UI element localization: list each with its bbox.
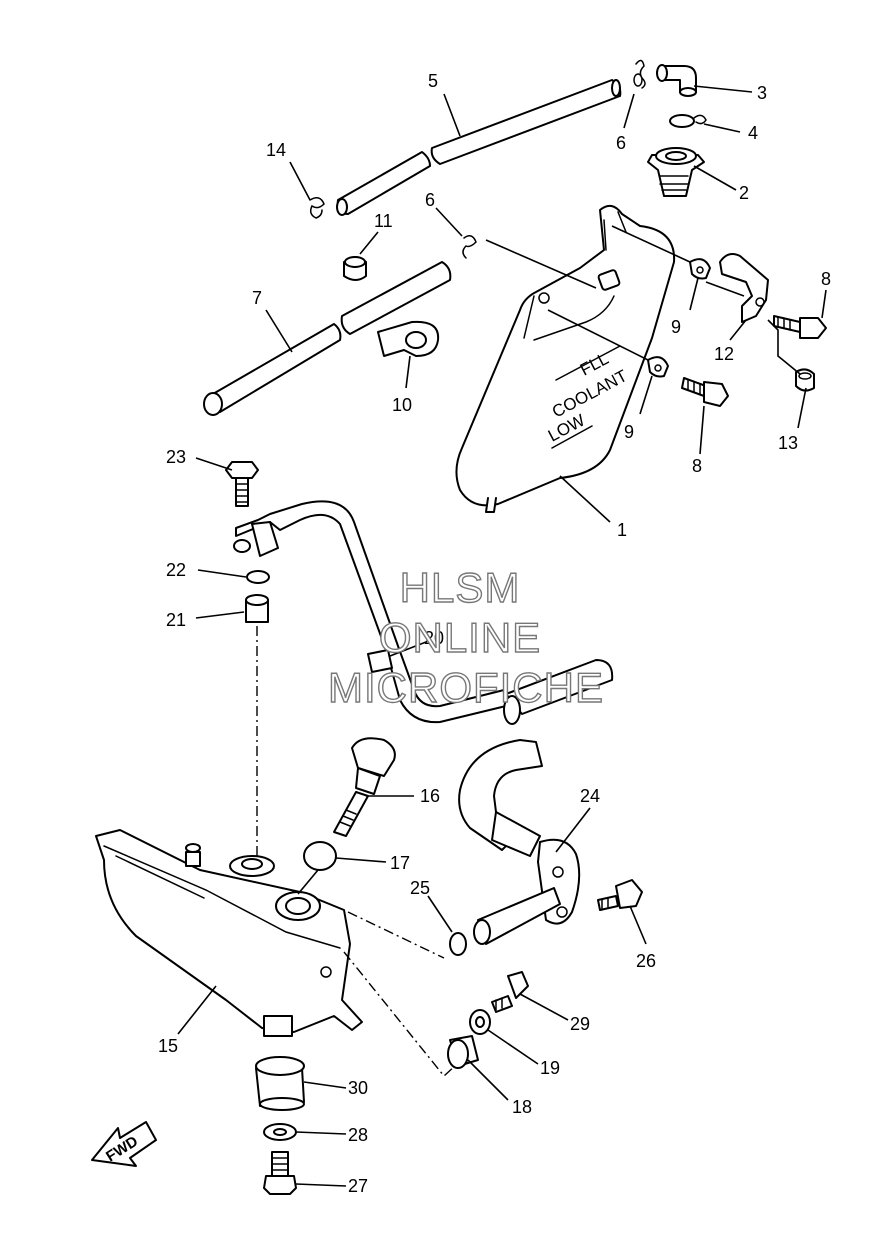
callout-13: 13 bbox=[778, 433, 798, 453]
part-14-clip bbox=[309, 197, 325, 219]
part-23-bolt bbox=[225, 461, 259, 507]
callout-24: 24 bbox=[580, 786, 600, 806]
part-18-grommet bbox=[447, 1035, 479, 1069]
callout-17: 17 bbox=[390, 853, 410, 873]
part-9-washer-upper bbox=[689, 258, 711, 280]
part-30-grommet bbox=[255, 1056, 305, 1111]
part-27-bolt bbox=[263, 1151, 297, 1195]
part-11-hose-clamp bbox=[343, 256, 367, 281]
callout-9-lower: 9 bbox=[624, 422, 634, 442]
watermark: HLSM ONLINE MICROFICHE bbox=[327, 563, 604, 711]
part-9-washer-lower bbox=[647, 356, 669, 378]
part-16-filler-cap bbox=[333, 737, 396, 837]
callout-9-upper: 9 bbox=[671, 317, 681, 337]
part-6-clip-mid bbox=[462, 235, 477, 259]
part-5-upper-hose bbox=[336, 79, 622, 216]
callout-6-mid: 6 bbox=[425, 190, 435, 210]
part-4-hose-clamp bbox=[669, 114, 707, 128]
part-2-filler-neck bbox=[647, 147, 705, 197]
part-13-clip bbox=[795, 368, 815, 392]
watermark-line3: MICROFICHE bbox=[328, 664, 604, 711]
part-20-pipe bbox=[233, 500, 614, 725]
watermark-line1: HLSM bbox=[400, 564, 521, 611]
callout-21: 21 bbox=[166, 610, 186, 630]
callout-6-top: 6 bbox=[616, 133, 626, 153]
part-12-bracket bbox=[719, 253, 769, 323]
part-29-bolt bbox=[491, 971, 529, 1013]
callout-11: 11 bbox=[374, 211, 393, 231]
part-21-collar bbox=[245, 594, 269, 623]
callout-29: 29 bbox=[570, 1014, 590, 1034]
callout-10: 10 bbox=[392, 395, 412, 415]
callout-14: 14 bbox=[266, 140, 286, 160]
callout-5: 5 bbox=[428, 71, 438, 91]
callout-3: 3 bbox=[757, 83, 767, 103]
part-10-clamp bbox=[377, 320, 440, 357]
fwd-direction-arrow: FWD bbox=[91, 1121, 157, 1167]
callout-26: 26 bbox=[636, 951, 656, 971]
callout-2: 2 bbox=[739, 183, 749, 203]
callout-numbers: 1 2 3 4 5 6 6 7 8 8 9 9 10 11 12 13 14 1… bbox=[158, 71, 831, 1196]
callout-15: 15 bbox=[158, 1036, 178, 1056]
callout-8-lower: 8 bbox=[692, 456, 702, 476]
callout-27: 27 bbox=[348, 1176, 368, 1196]
part-7-overflow-hose bbox=[203, 261, 452, 416]
part-6-clip-top bbox=[633, 59, 646, 89]
part-25-o-ring bbox=[449, 932, 467, 956]
callout-19: 19 bbox=[540, 1058, 560, 1078]
part-8-bolt-lower bbox=[681, 377, 729, 407]
callout-4: 4 bbox=[748, 123, 758, 143]
part-1-reservoir-tank: FLL COOLANT LOW bbox=[455, 204, 676, 513]
callout-12: 12 bbox=[714, 344, 734, 364]
callout-16: 16 bbox=[420, 786, 440, 806]
part-17-o-ring bbox=[303, 841, 337, 871]
part-22-o-ring bbox=[246, 570, 270, 584]
callout-18: 18 bbox=[512, 1097, 532, 1117]
part-28-washer bbox=[263, 1123, 297, 1141]
callout-30: 30 bbox=[348, 1078, 368, 1098]
leader-lines bbox=[177, 85, 827, 1187]
callout-20: 20 bbox=[424, 628, 444, 648]
callout-22: 22 bbox=[166, 560, 186, 580]
part-26-bolt bbox=[597, 879, 643, 911]
part-8-bolt-upper bbox=[773, 315, 827, 339]
part-15-lower-tank bbox=[95, 829, 363, 1037]
watermark-line2: ONLINE bbox=[379, 614, 541, 661]
callout-8-upper: 8 bbox=[821, 269, 831, 289]
callout-28: 28 bbox=[348, 1125, 368, 1145]
callout-7: 7 bbox=[252, 288, 262, 308]
part-19-collar bbox=[469, 1009, 491, 1035]
part-3-elbow-fitting bbox=[656, 64, 697, 97]
callout-23: 23 bbox=[166, 447, 186, 467]
callout-1: 1 bbox=[617, 520, 627, 540]
callout-25: 25 bbox=[410, 878, 430, 898]
part-24-inlet-hose bbox=[458, 739, 581, 945]
